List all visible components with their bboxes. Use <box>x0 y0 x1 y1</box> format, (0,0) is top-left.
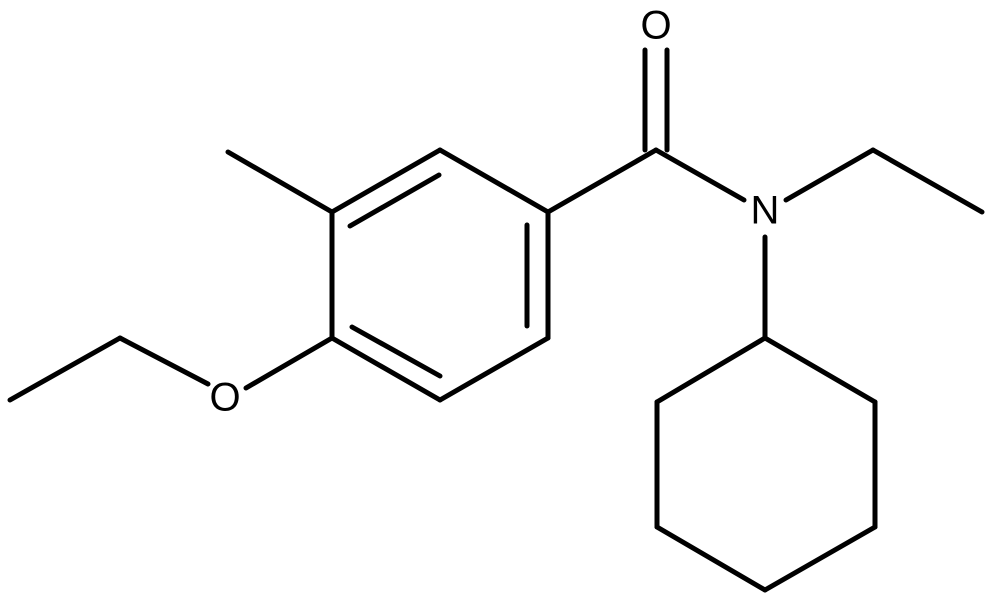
cyclohexyl-ring <box>654 234 878 593</box>
bond-ether-oxygen-ch2 <box>117 335 211 387</box>
bond-cy-6-1 <box>654 335 768 405</box>
bond-ring-c4-c5 <box>329 335 443 403</box>
bond-cy-1-2 <box>762 335 878 405</box>
carbonyl-oxygen-label: O <box>640 4 671 48</box>
amide-group: O N <box>545 4 780 233</box>
bond-ring-c2-c3 <box>329 147 443 215</box>
benzene-ring <box>329 147 551 403</box>
bond-ring-c4-c5-inner <box>349 324 443 379</box>
bond-ethyl-ch2-ch3 <box>870 147 985 215</box>
bond-ring-ether-oxygen <box>243 335 335 391</box>
bond-carbonyl-nitrogen <box>653 147 747 203</box>
n-ethyl-group <box>783 147 985 215</box>
ether-oxygen-label: O <box>209 376 240 420</box>
bond-nitrogen-ch2 <box>783 147 876 203</box>
bond-cy-4-5 <box>654 524 768 593</box>
amide-nitrogen-label: N <box>751 189 780 233</box>
bond-ethoxy-ch2-ch3 <box>7 335 123 403</box>
bond-ring-c5-c6 <box>437 335 551 403</box>
bond-methyl <box>225 149 335 215</box>
bond-ring-carbonyl <box>545 147 659 215</box>
bond-cy-3-4 <box>762 524 878 593</box>
bond-ring-c1-c2 <box>437 147 551 215</box>
ethoxy-group: O <box>7 335 335 420</box>
bond-ring-c3-c2-inner <box>347 172 442 229</box>
